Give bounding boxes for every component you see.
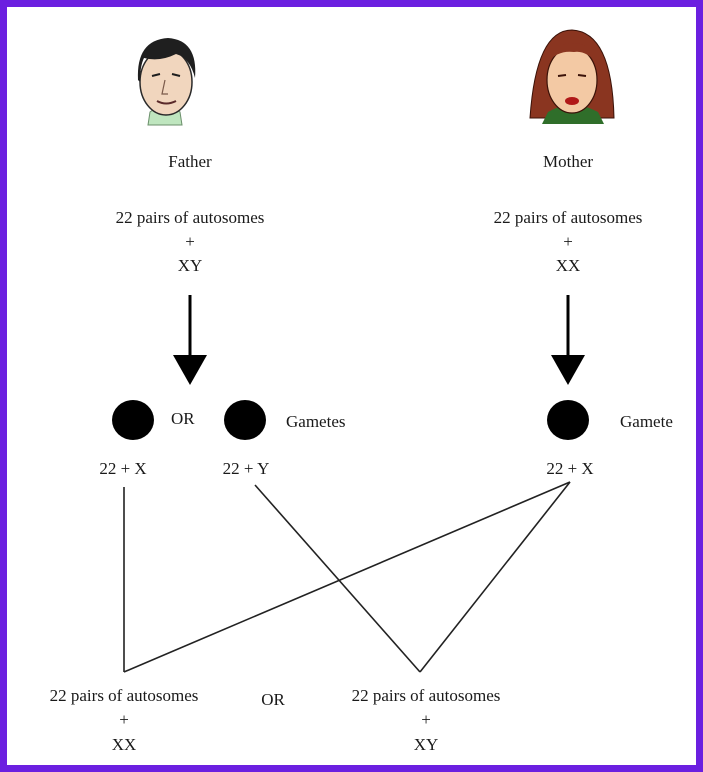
male-offspring-plus: + [421,710,431,729]
father-gamete-y [224,400,266,440]
father-arrow [173,295,207,385]
male-offspring-sex: XY [413,735,439,754]
male-offspring-chromosomes: 22 pairs of autosomes [351,686,501,705]
fertilization-lines [123,481,571,673]
female-offspring-plus: + [119,710,129,729]
father-gamete-x [112,400,154,440]
offspring-or-label: OR [261,690,285,709]
line-father-y-to-male [254,484,421,673]
father-gamete-y-label: 22 + Y [222,459,270,478]
mother-chromosomes: 22 pairs of autosomes [493,208,643,227]
female-offspring-chromosomes: 22 pairs of autosomes [49,686,199,705]
line-mother-to-male [419,481,571,673]
father-gamete-x-label: 22 + X [99,459,147,478]
mother-plus: + [563,232,573,251]
female-offspring-sex: XX [111,735,137,754]
woman-portrait-icon [529,29,615,124]
father-plus: + [185,232,195,251]
mother-label: Mother [542,152,594,171]
father-label: Father [168,152,212,171]
mother-gamete [547,400,589,440]
line-mother-to-female [123,481,571,673]
father-chromosomes: 22 pairs of autosomes [115,208,265,227]
mother-arrow [551,295,585,385]
mother-gamete-x-label: 22 + X [546,459,594,478]
gametes-or-label: OR [171,409,195,428]
mother-gamete-label: Gamete [620,412,673,431]
mother-sex-chromosomes: XX [555,256,581,275]
father-gametes-label: Gametes [286,412,346,431]
father-sex-chromosomes: XY [177,256,203,275]
man-portrait-icon [137,38,196,126]
